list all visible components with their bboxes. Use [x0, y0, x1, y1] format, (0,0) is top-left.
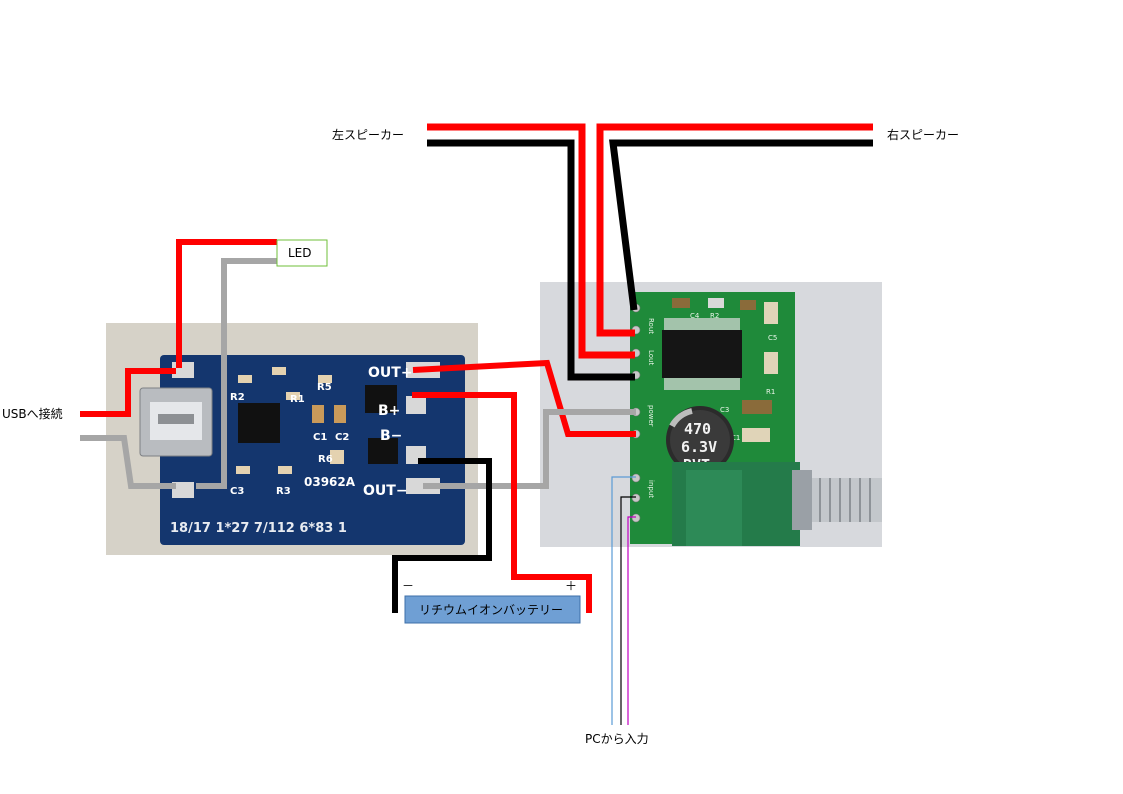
silk-b-plus: B+: [378, 403, 400, 419]
amp-silk-c1: C1: [731, 434, 740, 442]
wire-right-speaker-black: [609, 139, 873, 311]
amp-chip: [662, 330, 742, 378]
wire-b-minus-black: [392, 458, 492, 613]
silk-r1: R1: [290, 394, 305, 405]
mosfet-chip: [368, 438, 398, 464]
silk-c1: C1: [313, 432, 327, 443]
charger-chip: [238, 403, 280, 443]
label-usb: USBへ接続: [2, 406, 63, 421]
cap-text-470: 470: [684, 420, 711, 438]
wire-usb-gray: [80, 435, 176, 489]
amp-silk-input: input: [647, 480, 655, 498]
wire-left-speaker-black: [427, 139, 635, 381]
wire-input-magenta: [627, 516, 636, 725]
battery: リチウムイオンバッテリー － ＋: [402, 579, 581, 624]
silk-r5: R5: [317, 382, 332, 393]
battery-minus-sign: －: [402, 579, 414, 593]
cap-text-voltage: 6.3V: [681, 438, 717, 456]
wire-input-black: [620, 496, 636, 725]
silk-c3: C3: [230, 486, 244, 497]
label-right-speaker: 右スピーカー: [887, 127, 959, 142]
electrolytic-capacitor: 470 6.3V RVT: [666, 406, 734, 474]
silk-r6: R6: [318, 454, 333, 465]
silk-b-minus: B−: [380, 428, 402, 444]
wire-out-minus-gray: [423, 409, 636, 489]
silk-r3: R3: [276, 486, 291, 497]
label-led: LED: [288, 246, 312, 260]
amp-silk-r2: R2: [710, 312, 719, 320]
amp-silk-lout: Lout: [647, 350, 655, 365]
wires: [80, 123, 873, 725]
wire-out-plus-red: [412, 359, 636, 437]
wire-usb-red: [80, 368, 176, 417]
wire-led-gray: [196, 258, 277, 489]
amp-silk-c5: C5: [768, 334, 777, 342]
silk-c2: C2: [335, 432, 349, 443]
silk-out-minus: OUT−: [363, 483, 408, 499]
wire-left-speaker-red: [427, 123, 635, 359]
wire-b-plus-red: [412, 392, 592, 613]
silk-out-plus: OUT+: [368, 365, 413, 381]
label-battery: リチウムイオンバッテリー: [419, 603, 563, 617]
silk-bottom-text: 18/17 1*27 7/112 6*83 1: [170, 521, 347, 536]
charger-board-photo: OUT+ B+ B− OUT− 03962A R1 R2 R3 R5 R6 C1…: [106, 323, 478, 555]
amp-silk-c3: C3: [720, 406, 729, 414]
wire-input-blue: [611, 476, 636, 725]
wire-led-red: [176, 239, 277, 368]
led-box: LED: [276, 239, 328, 267]
amp-silk-r1: R1: [766, 388, 775, 396]
silk-chip-code: 03962A: [304, 475, 356, 489]
label-pc-input: PCから入力: [585, 732, 649, 746]
wire-right-speaker-red: [596, 123, 873, 337]
amp-silk-power: power: [647, 405, 655, 427]
label-left-speaker: 左スピーカー: [332, 127, 404, 142]
amp-silk-rout: Rout: [647, 318, 655, 334]
protection-chip: [365, 385, 397, 413]
potentiometer: [672, 462, 882, 546]
silk-r2: R2: [230, 392, 245, 403]
battery-plus-sign: ＋: [565, 579, 577, 593]
amp-silk-c4: C4: [690, 312, 700, 320]
